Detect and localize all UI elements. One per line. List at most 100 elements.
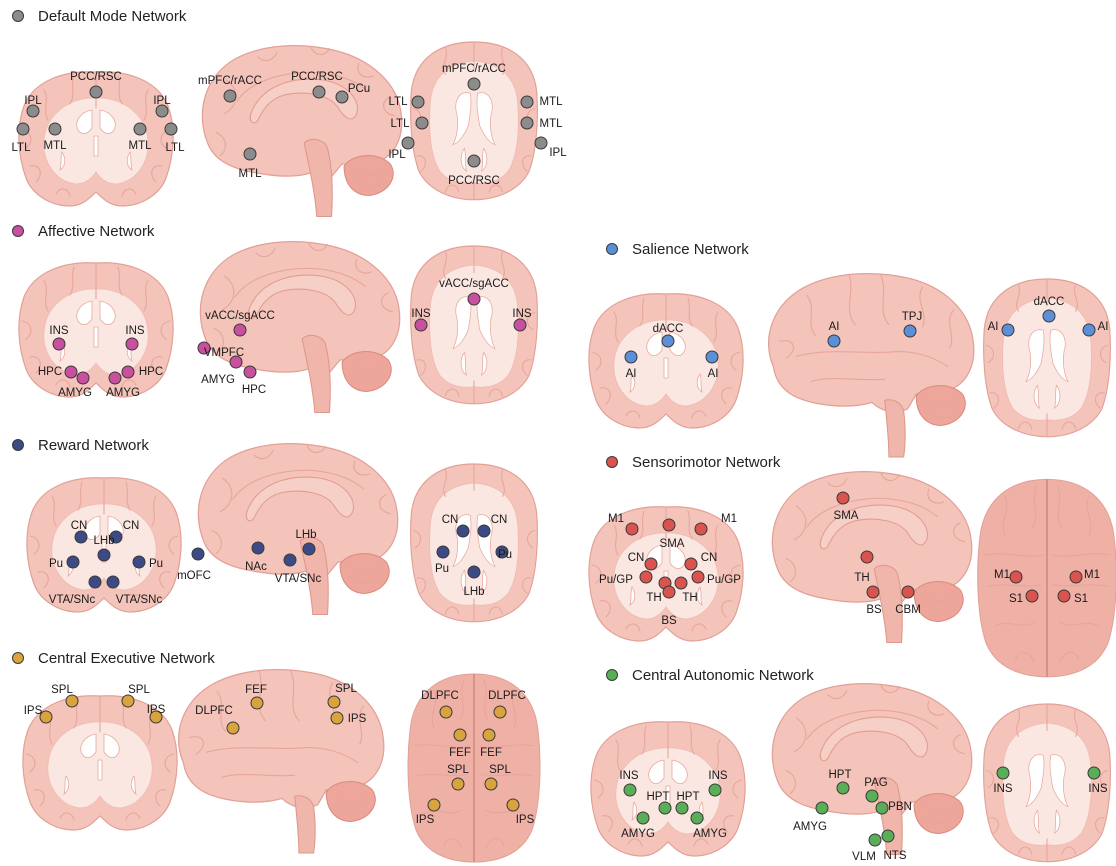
central-autonomic-region-dot (997, 767, 1009, 779)
central-autonomic-region-dot (659, 802, 671, 814)
reward-region-dot (437, 546, 449, 558)
reward-region-dot (89, 576, 101, 588)
reward-region-label: VTA/SNc (116, 594, 163, 606)
sensorimotor-region-dot (663, 519, 675, 531)
reward-region-label: Pu (498, 549, 512, 561)
default-mode-region-label: IPL (388, 149, 406, 161)
default-mode-region-label: IPL (24, 95, 42, 107)
salience-region-dot (625, 351, 637, 363)
sensorimotor-region-dot (695, 523, 707, 535)
default-mode-region-label: LTL (166, 142, 186, 154)
reward-region-label: LHb (93, 535, 114, 547)
default-mode-region-label: PCC/RSC (70, 71, 122, 83)
central-autonomic-region-dot (637, 812, 649, 824)
central-autonomic-region-dot (876, 802, 888, 814)
central-executive-region-label: IPS (24, 705, 43, 717)
central-autonomic-region-dot (882, 830, 894, 842)
central-executive-title: Central Executive Network (38, 650, 215, 667)
central-executive-region-label: DLPFC (488, 690, 526, 702)
reward-region-dot (284, 554, 296, 566)
reward-region-label: VTA/SNc (275, 573, 322, 585)
sensorimotor-region-dot (626, 523, 638, 535)
reward-region-dot (75, 531, 87, 543)
reward-region-label: CN (123, 520, 140, 532)
reward-region-dot (478, 525, 490, 537)
default-mode-region-dot (468, 155, 480, 167)
central-executive-region-label: IPS (516, 814, 535, 826)
central-executive-region-dot (454, 729, 466, 741)
sensorimotor-region-label: CN (628, 552, 645, 564)
default-mode-region-dot (468, 78, 480, 90)
sensorimotor-region-dot (1010, 571, 1022, 583)
sensorimotor-title-marker (607, 457, 618, 468)
salience-coronal-brain-image (589, 294, 743, 428)
affective-region-label: HPC (38, 366, 62, 378)
sensorimotor-region-dot (645, 558, 657, 570)
central-executive-region-label: SPL (128, 684, 150, 696)
reward-region-dot (192, 548, 204, 560)
central-executive-region-dot (251, 697, 263, 709)
affective-region-label: vACC/sgACC (205, 310, 275, 322)
central-autonomic-region-dot (676, 802, 688, 814)
reward-region-label: Pu (435, 563, 449, 575)
sensorimotor-region-dot (663, 586, 675, 598)
default-mode-region-dot (244, 148, 256, 160)
salience-region-label: AI (708, 368, 719, 380)
sensorimotor-region-label: M1 (1084, 569, 1100, 581)
affective-region-dot (109, 372, 121, 384)
affective-region-dot (122, 366, 134, 378)
default-mode-title: Default Mode Network (38, 8, 187, 25)
reward-region-label: CN (71, 520, 88, 532)
default-mode-region-label: PCC/RSC (448, 175, 500, 187)
affective-title-marker (13, 226, 24, 237)
default-mode-region-dot (336, 91, 348, 103)
default-mode-region-label: IPL (549, 147, 567, 159)
central-autonomic-region-label: AMYG (621, 828, 655, 840)
default-mode-region-dot (521, 117, 533, 129)
salience-lateral-brain-image (769, 274, 974, 457)
affective-region-dot (126, 338, 138, 350)
salience-region-label: AI (829, 321, 840, 333)
central-executive-region-dot (331, 712, 343, 724)
affective-sagittal-brain-image (200, 242, 399, 413)
central-executive-region-label: DLPFC (195, 705, 233, 717)
affective-region-label: vACC/sgACC (439, 278, 509, 290)
reward-region-dot (468, 566, 480, 578)
default-mode-region-label: MTL (239, 168, 263, 180)
central-autonomic-region-dot (1088, 767, 1100, 779)
central-autonomic-region-label: INS (619, 770, 639, 782)
salience-region-label: AI (988, 321, 999, 333)
central-autonomic-region-dot (866, 790, 878, 802)
reward-region-dot (98, 549, 110, 561)
central-executive-region-label: SPL (447, 764, 469, 776)
sensorimotor-region-dot (640, 571, 652, 583)
central-executive-region-label: IPS (348, 713, 367, 725)
reward-region-label: CN (491, 514, 508, 526)
default-mode-region-label: MTL (129, 140, 153, 152)
reward-title: Reward Network (38, 437, 149, 454)
sensorimotor-region-label: TH (646, 592, 661, 604)
default-mode-region-label: mPFC/rACC (198, 75, 262, 87)
sensorimotor-region-dot (1070, 571, 1082, 583)
central-executive-region-dot (485, 778, 497, 790)
central-executive-region-label: FEF (449, 747, 471, 759)
affective-title: Affective Network (38, 223, 155, 240)
salience-region-label: TPJ (902, 311, 922, 323)
default-mode-region-dot (535, 137, 547, 149)
reward-region-label: LHb (463, 586, 484, 598)
central-executive-region-dot (328, 696, 340, 708)
reward-region-label: VTA/SNc (49, 594, 96, 606)
default-mode-region-dot (90, 86, 102, 98)
reward-region-dot (252, 542, 264, 554)
sensorimotor-region-label: SMA (660, 538, 685, 550)
central-executive-topview-brain-image (408, 674, 540, 862)
salience-region-dot (904, 325, 916, 337)
affective-region-label: AMYG (201, 374, 235, 386)
reward-region-label: CN (442, 514, 459, 526)
sensorimotor-region-dot (902, 586, 914, 598)
central-autonomic-region-dot (691, 812, 703, 824)
salience-title: Salience Network (632, 241, 749, 258)
reward-region-dot (303, 543, 315, 555)
reward-region-label: LHb (295, 529, 316, 541)
